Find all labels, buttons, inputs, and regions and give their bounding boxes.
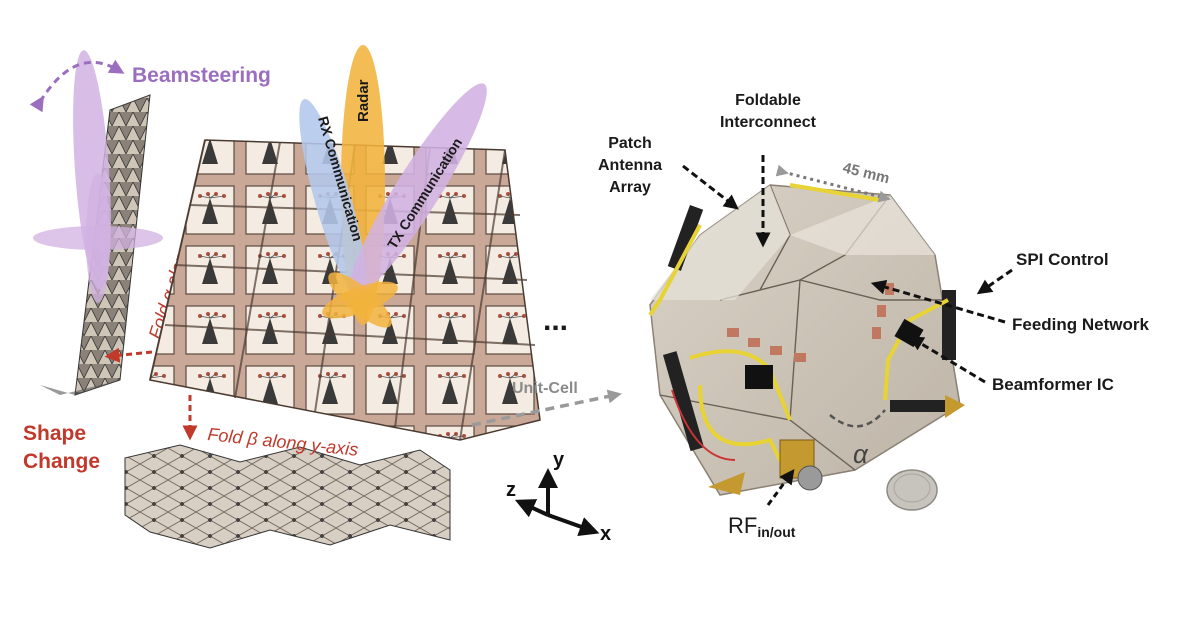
fold-angle-arc	[829, 409, 886, 428]
radiation-beams	[299, 45, 487, 328]
axis-x-label: x	[600, 523, 611, 545]
beamsteering-arrow	[29, 59, 125, 113]
alpha-symbol: α	[853, 439, 869, 469]
rf-port-leader	[766, 468, 795, 506]
dimension-label: 45 mm	[841, 159, 891, 187]
axis-y-label: y	[553, 449, 565, 471]
beamsteering-beam	[33, 50, 163, 303]
rf-port-label: RFin/out	[728, 513, 796, 540]
feeding-network-leader	[870, 279, 1006, 324]
spi-control-label: SPI Control	[1016, 250, 1109, 269]
beamformer-ic-label: Beamformer IC	[992, 375, 1114, 394]
rf-port-main: RF	[728, 513, 757, 538]
spi-control-leader	[976, 268, 1013, 295]
shape-change-label-line1: Shape	[23, 422, 86, 445]
beamformer-ic-leader	[908, 336, 986, 384]
patch-antennas	[727, 283, 894, 362]
coin	[886, 469, 938, 511]
folded-sheet-y	[124, 444, 451, 549]
patch-antenna-label-line1: Patch	[608, 135, 652, 152]
unit-cell-arrow	[471, 389, 622, 427]
foldable-interconnect-line2: Interconnect	[720, 114, 817, 131]
unit-cell-label: Unit-Cell	[512, 380, 578, 397]
patch-antenna-label-line3: Array	[609, 179, 651, 196]
rf-port-sub: in/out	[757, 524, 795, 540]
feeding-network-label: Feeding Network	[1012, 315, 1150, 334]
patch-antenna-leader	[682, 164, 739, 210]
foldable-interconnect-line1: Foldable	[735, 92, 801, 109]
axis-z-label: z	[506, 479, 516, 501]
axis-triad	[514, 468, 600, 537]
unit-cell-board	[649, 184, 961, 496]
beamsteering-label: Beamsteering	[132, 64, 271, 87]
shape-change-label-line2: Change	[23, 450, 100, 473]
patch-antenna-label-line2: Antenna	[598, 157, 662, 174]
radar-label: Radar	[355, 79, 372, 122]
fold-alpha-arrow	[104, 347, 153, 363]
ellipsis: ...	[543, 304, 568, 337]
